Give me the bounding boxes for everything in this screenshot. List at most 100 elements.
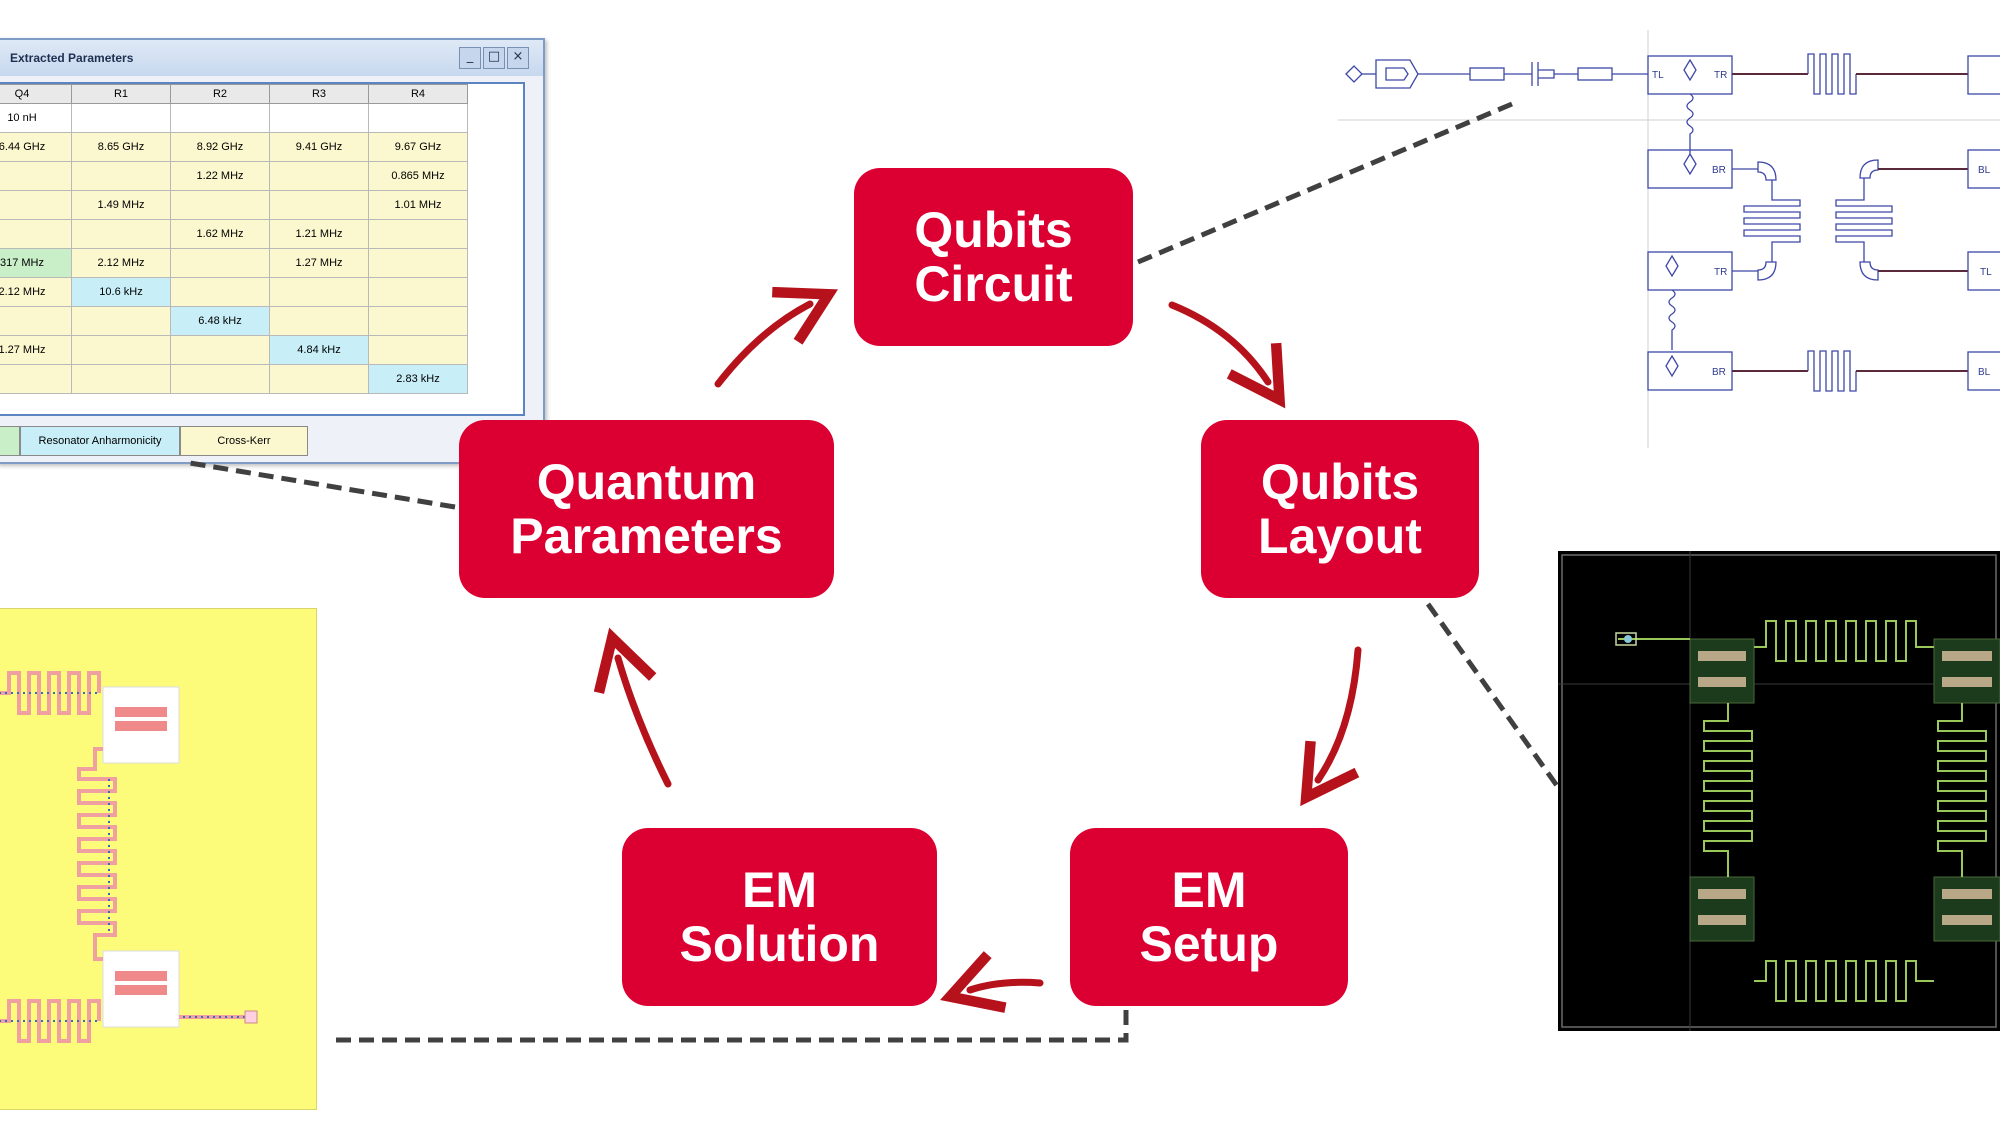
table-row: 6.48 kHz [0,306,468,336]
em-solution-view [0,608,317,1110]
node-label-line: Circuit [914,256,1073,312]
connector-layout-to-view [1425,602,1563,792]
layout-drawing [1558,551,2000,1031]
table-cell[interactable]: 1.49 MHz [71,190,171,220]
port-label: BR [1712,165,1726,176]
table-row: 317 MHz 2.12 MHz 1.27 MHz [0,248,468,278]
table-row: 6.44 GHz 8.65 GHz 8.92 GHz 9.41 GHz 9.67… [0,132,468,162]
column-header-q4[interactable]: Q4 [0,84,72,104]
table-cell[interactable] [71,364,171,394]
table-cell[interactable]: 8.92 GHz [170,132,270,162]
node-label-line: Solution [679,916,880,972]
table-cell[interactable] [170,103,270,133]
arrow-setup-to-solution [940,951,1044,1013]
port-label: TL [1652,70,1664,81]
table-cell[interactable]: 2.12 MHz [71,248,171,278]
maximize-button[interactable]: □ [483,47,505,69]
table-cell[interactable] [170,364,270,394]
table-cell[interactable] [368,248,468,278]
qubits-layout-view [1558,551,2000,1031]
node-label-line: Layout [1258,508,1422,564]
legend-resonator-anharmonicity: Resonator Anharmonicity [20,426,180,456]
table-cell[interactable]: 2.12 MHz [0,277,72,307]
node-qubits-layout[interactable]: Qubits Layout [1201,420,1479,598]
table-cell[interactable]: 1.21 MHz [269,219,369,249]
arrow-solution-to-parameters [593,627,672,788]
table-cell[interactable] [71,103,171,133]
table-cell[interactable]: 1.01 MHz [368,190,468,220]
node-em-setup[interactable]: EM Setup [1070,828,1348,1006]
column-header-r4[interactable]: R4 [368,84,468,104]
node-label-line: EM [742,862,817,918]
table-cell[interactable]: 9.67 GHz [368,132,468,162]
port-label: TL [1980,267,1992,278]
table-cell[interactable] [71,306,171,336]
table-cell[interactable] [71,335,171,365]
table-cell[interactable] [0,306,72,336]
table-cell[interactable] [170,335,270,365]
minimize-button[interactable]: _ [459,47,481,69]
table-cell[interactable] [71,219,171,249]
table-cell[interactable] [368,277,468,307]
node-label-line: Parameters [510,508,783,564]
node-qubits-circuit[interactable]: Qubits Circuit [854,168,1133,346]
table-cell[interactable] [0,219,72,249]
table-row: 1.27 MHz 4.84 kHz [0,335,468,365]
window-title: Extracted Parameters [10,51,134,65]
parameter-grid: Q4 R1 R2 R3 R4 10 nH 6.44 GHz 8.65 GHz 8… [0,82,525,416]
table-cell[interactable]: 1.22 MHz [170,161,270,191]
table-cell[interactable] [368,219,468,249]
table-row: 1.62 MHz 1.21 MHz [0,219,468,249]
table-row: 2.83 kHz [0,364,468,394]
table-cell[interactable] [269,306,369,336]
port-label: BL [1978,367,1991,378]
legend-cross-kerr: Cross-Kerr [180,426,308,456]
table-cell[interactable] [269,364,369,394]
arrow-layout-to-setup [1300,646,1362,807]
table-row: 1.22 MHz 0.865 MHz [0,161,468,191]
table-cell[interactable]: 1.27 MHz [269,248,369,278]
table-cell[interactable] [269,103,369,133]
legend-qubit-anharmonicity [0,426,20,456]
node-label-line: Qubits [1260,454,1420,510]
table-cell[interactable]: 10 nH [0,103,72,133]
close-button[interactable]: × [507,47,529,69]
port-label: TR [1714,70,1727,81]
window-titlebar[interactable]: Extracted Parameters _ □ × [0,40,543,76]
port-label: BR [1712,367,1726,378]
table-row: 10 nH [0,103,468,133]
em-solution-drawing [0,671,258,1043]
schematic-drawing: TL TR BR BL TR TL BR BL [1338,30,2000,448]
node-label-line: Quantum [536,454,757,510]
port-label: BL [1978,165,1991,176]
table-cell[interactable]: 0.865 MHz [368,161,468,191]
table-cell[interactable]: 6.44 GHz [0,132,72,162]
table-cell[interactable] [0,364,72,394]
connector-lines [189,101,1563,1043]
node-label-line: Setup [1139,916,1279,972]
table-cell[interactable] [170,277,270,307]
node-em-solution[interactable]: EM Solution [622,828,937,1006]
arrow-parameters-to-circuit [714,286,839,388]
table-cell[interactable]: 1.62 MHz [170,219,270,249]
table-cell[interactable] [368,103,468,133]
arrow-circuit-to-layout [1168,301,1286,409]
table-cell[interactable] [269,277,369,307]
table-cell[interactable] [170,248,270,278]
table-cell[interactable]: 8.65 GHz [71,132,171,162]
table-cell[interactable]: 6.48 kHz [170,306,270,336]
color-legend: Resonator Anharmonicity Cross-Kerr [0,426,308,456]
parameter-table: Q4 R1 R2 R3 R4 10 nH 6.44 GHz 8.65 GHz 8… [0,84,468,394]
connector-setup-to-solution-view [330,1010,1129,1043]
table-cell[interactable]: 2.83 kHz [368,364,468,394]
node-quantum-parameters[interactable]: Quantum Parameters [459,420,834,598]
node-label-line: Qubits [914,202,1073,258]
node-label-line: EM [1171,862,1247,918]
flow-arrow-lines [593,286,1362,1013]
port-label: TR [1714,267,1727,278]
table-cell[interactable] [0,190,72,220]
extracted-parameters-window: Extracted Parameters _ □ × Q4 R1 R2 R3 R… [0,38,545,464]
table-cell[interactable] [269,161,369,191]
table-cell[interactable]: 1.27 MHz [0,335,72,365]
